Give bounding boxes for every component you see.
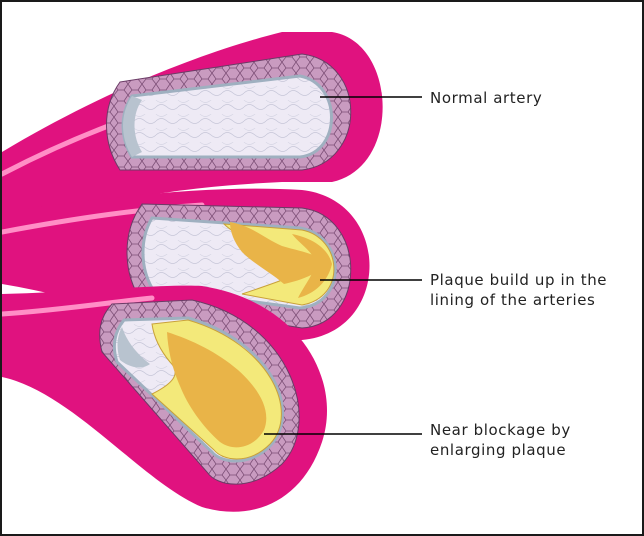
label-plaque-build-up: Plaque build up in the lining of the art… xyxy=(430,270,607,310)
label-line: enlarging plaque xyxy=(430,440,571,460)
label-line: Normal artery xyxy=(430,88,542,108)
label-line: lining of the arteries xyxy=(430,290,607,310)
label-normal-artery: Normal artery xyxy=(430,88,542,108)
label-line: Plaque build up in the xyxy=(430,270,607,290)
blockage-artery xyxy=(2,286,327,512)
label-line: Near blockage by xyxy=(430,420,571,440)
label-near-blockage: Near blockage by enlarging plaque xyxy=(430,420,571,460)
